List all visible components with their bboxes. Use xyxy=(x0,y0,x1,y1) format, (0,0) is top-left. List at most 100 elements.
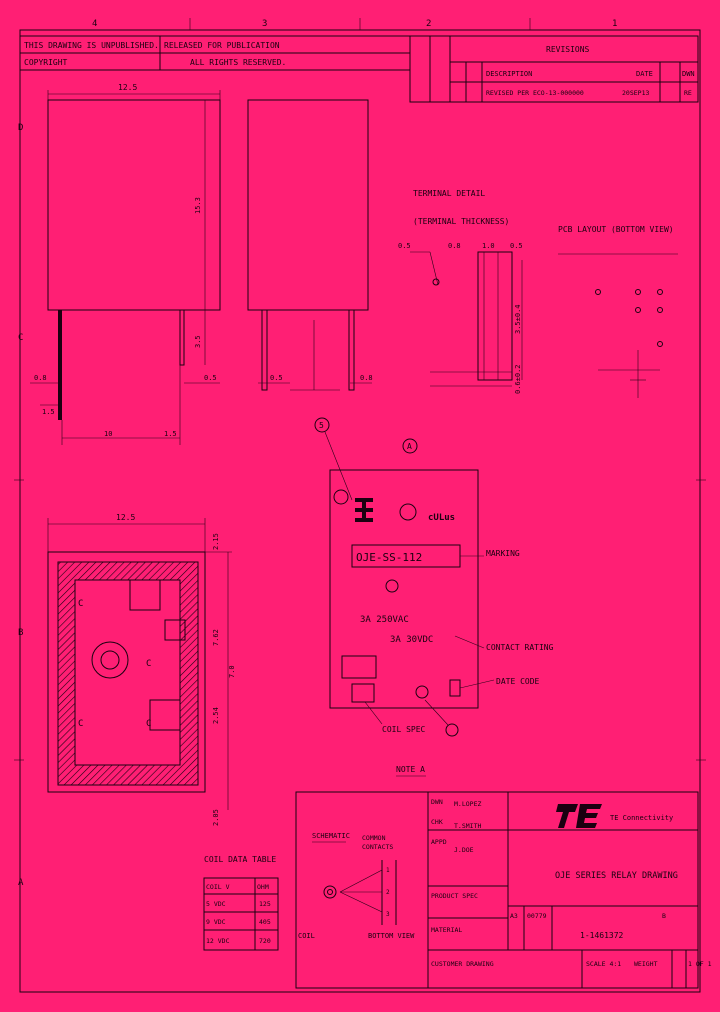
tb-chk: CHK xyxy=(431,818,443,826)
coil-table-h3: OHM xyxy=(257,883,269,891)
detail-len: 3.5±0.4 xyxy=(514,304,522,334)
grid-col-1: 1 xyxy=(612,19,617,29)
tb-appd: APPD xyxy=(431,838,447,846)
coil-table-r1-v: 5 VDC xyxy=(206,900,226,908)
tb-chk-val: T.SMITH xyxy=(454,822,481,830)
pcb-hole-1 xyxy=(595,289,601,295)
marking-coil-spec: COIL SPEC xyxy=(382,725,426,734)
dim-pin-w: 0.8 xyxy=(34,374,47,382)
coil-table-r2-v: 9 VDC xyxy=(206,918,226,926)
tb-scale: SCALE 4:1 xyxy=(586,960,621,968)
tb-weight: WEIGHT xyxy=(634,960,658,968)
tb-customer-drawing: CUSTOMER DRAWING xyxy=(431,960,494,968)
rev-entry-dwn: RE xyxy=(684,89,692,97)
svg-text:C: C xyxy=(78,599,83,609)
coil-table-r1-o: 125 xyxy=(259,900,271,908)
coil-table-r2-o: 405 xyxy=(259,918,271,926)
terminal-thickness-label: (TERMINAL THICKNESS) xyxy=(413,217,509,226)
terminal-detail: TERMINAL DETAIL (TERMINAL THICKNESS) 0.5… xyxy=(398,189,523,394)
revision-block: REVISIONS DESCRIPTION DATE DWN REVISED P… xyxy=(409,35,699,103)
bottom-dim-3: 7.0 xyxy=(228,665,236,678)
rev-entry-date: 20SEP13 xyxy=(622,89,649,97)
dim-pin-off2: 1.5 xyxy=(164,430,177,438)
tb-appd-val: J.DOE xyxy=(454,846,474,854)
pcb-hole-2 xyxy=(635,289,641,295)
schematic-title: SCHEMATIC xyxy=(312,832,350,840)
marking-contact-rating: CONTACT RATING xyxy=(486,643,554,652)
grid-row-b: B xyxy=(18,628,23,638)
dim-top-width: 12.5 xyxy=(118,83,137,92)
dim-pin-t: 0.5 xyxy=(204,374,217,382)
grid-col-3: 3 xyxy=(262,19,267,29)
front-view: 12.5 15.3 3.5 0.8 0.5 1.5 10 1.5 xyxy=(30,83,221,445)
svg-text:1: 1 xyxy=(386,867,390,874)
side-view: 0.5 0.8 xyxy=(247,99,373,391)
marking-rating-2: 3A 30VDC xyxy=(390,635,433,645)
schematic: SCHEMATIC COMMON CONTACTS 1 2 3 COIL BOT… xyxy=(298,832,415,940)
tb-material: MATERIAL xyxy=(431,926,462,934)
tb-sheet: 1 OF 1 xyxy=(688,960,712,968)
rev-col-date: DATE xyxy=(636,70,653,78)
header-row1-label: THIS DRAWING IS UNPUBLISHED. xyxy=(24,41,159,50)
tb-cage: 00779 xyxy=(527,912,547,920)
detail-d4: 0.5 xyxy=(510,242,523,250)
grid-col-2: 2 xyxy=(426,19,431,29)
pcb-layout-title: PCB LAYOUT (BOTTOM VIEW) xyxy=(558,225,674,234)
dim-pin-off: 1.5 xyxy=(42,408,55,416)
dim-pin-len: 3.5 xyxy=(194,335,202,348)
tb-title: OJE SERIES RELAY DRAWING xyxy=(555,871,678,881)
te-logo: TE Connectivity xyxy=(556,804,673,828)
dim-side-w2: 0.8 xyxy=(360,374,373,382)
revisions-title: REVISIONS xyxy=(546,45,590,54)
pcb-hole-6 xyxy=(657,341,663,347)
pcb-hole-5 xyxy=(657,307,663,313)
detail-d2: 0.8 xyxy=(448,242,461,250)
coil-table-h1: COIL V xyxy=(206,883,230,891)
svg-text:3: 3 xyxy=(386,911,390,918)
header-row2-label: COPYRIGHT xyxy=(24,58,68,67)
bottom-dim-2: 7.62 xyxy=(212,629,220,646)
bottom-dim-1: 2.15 xyxy=(212,533,220,550)
coil-table-title: COIL DATA TABLE xyxy=(204,855,276,864)
rev-col-dwn: DWN xyxy=(682,70,695,78)
marking-note-a: NOTE A xyxy=(396,765,425,774)
tb-company: TE Connectivity xyxy=(610,814,673,822)
rev-entry-desc: REVISED PER ECO-13-000000 xyxy=(486,89,584,97)
pcb-layout: PCB LAYOUT (BOTTOM VIEW) xyxy=(558,225,678,398)
grid-col-4: 4 xyxy=(92,19,97,29)
svg-text:C: C xyxy=(146,719,151,729)
left-grid: D C B A xyxy=(14,123,706,888)
svg-text:2: 2 xyxy=(386,889,390,896)
schematic-contacts: CONTACTS xyxy=(362,843,393,851)
ul-mark: cULus xyxy=(428,513,455,523)
tb-dwn: DWN xyxy=(431,798,443,806)
marking-part-no: OJE-SS-112 xyxy=(356,551,422,564)
detail-d3: 1.0 xyxy=(482,242,495,250)
bottom-top-dim: 12.5 xyxy=(116,513,135,522)
header-row2-value: ALL RIGHTS RESERVED. xyxy=(190,58,286,67)
rev-col-desc: DESCRIPTION xyxy=(486,70,532,78)
marking-date-code: DATE CODE xyxy=(496,677,540,686)
detail-d1: 0.5 xyxy=(398,242,411,250)
title-block: DWN M.LOPEZ CHK T.SMITH APPD J.DOE PRODU… xyxy=(295,791,712,989)
bottom-dim-4: 2.54 xyxy=(212,707,220,724)
bottom-view: 12.5 C C C C 2.15 7.62 7.0 2.54 2.05 xyxy=(47,513,236,826)
header-left-block: THIS DRAWING IS UNPUBLISHED. RELEASED FO… xyxy=(19,35,411,71)
marking-callout-top: A xyxy=(407,442,412,451)
marking-callout-num: 5 xyxy=(319,421,324,430)
tb-product-spec: PRODUCT SPEC xyxy=(431,892,478,900)
tb-dwg-no: 1-1461372 xyxy=(580,931,624,940)
top-grid: 4 3 2 1 xyxy=(92,18,617,30)
tb-rev: B xyxy=(662,912,666,920)
tb-dwn-val: M.LOPEZ xyxy=(454,800,481,808)
grid-row-d: D xyxy=(18,123,23,133)
pcb-hole-3 xyxy=(657,289,663,295)
tb-size: A3 xyxy=(510,912,518,920)
pcb-hole-4 xyxy=(635,307,641,313)
schematic-coil: COIL xyxy=(298,932,315,940)
detail-off: 0.6±0.2 xyxy=(514,364,522,394)
dim-side-w: 0.5 xyxy=(270,374,283,382)
bottom-dim-5: 2.05 xyxy=(212,809,220,826)
dim-pin-pitch: 10 xyxy=(104,430,112,438)
